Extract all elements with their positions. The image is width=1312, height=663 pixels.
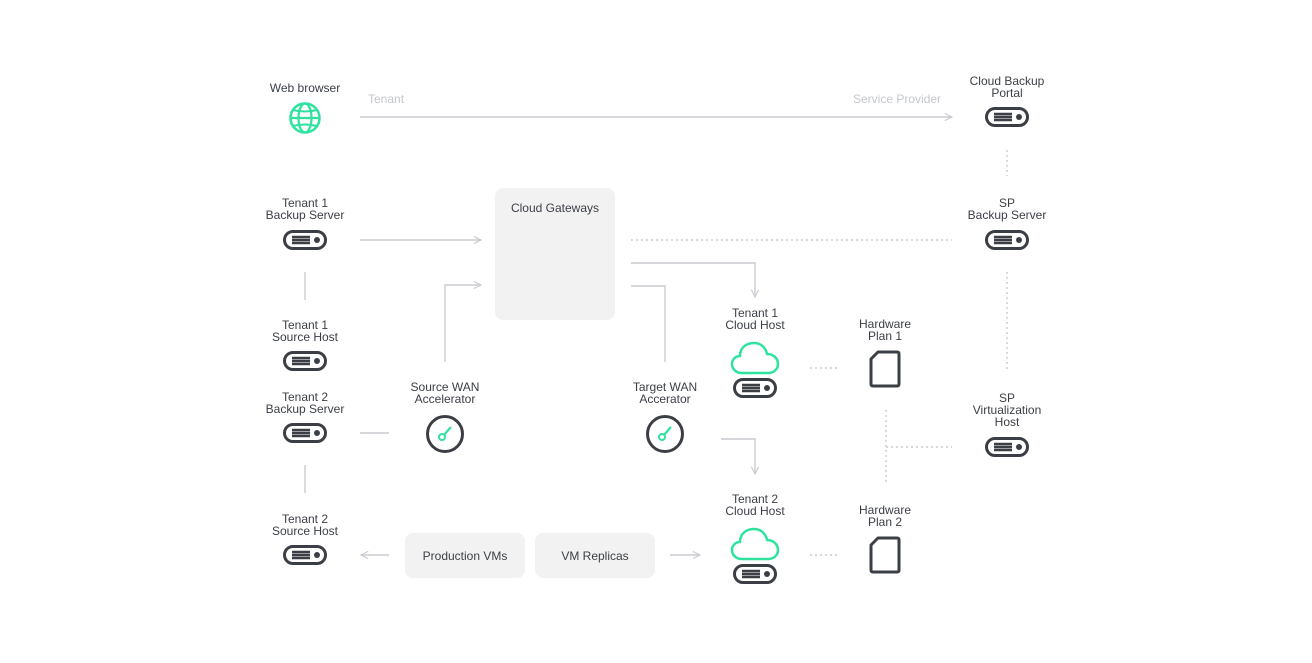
- hardware-plan2-label: Hardware Plan 2: [858, 503, 912, 529]
- gauge-icon: [426, 415, 464, 453]
- connector-sourcewan-gateways: [444, 285, 481, 362]
- gauge-icon: [646, 415, 684, 453]
- tenant1-source-host-label: Tenant 1 Source Host: [271, 318, 339, 344]
- tenant1-backup-server-label: Tenant 1 Backup Server: [265, 196, 345, 222]
- server-icon: [283, 423, 327, 443]
- server-icon: [985, 107, 1029, 127]
- tenant2-backup-server-label: Tenant 2 Backup Server: [265, 390, 345, 416]
- target-wan-accelerator-label: Target WAN Accerator: [632, 380, 698, 406]
- production-vms-box: Production VMs: [405, 533, 525, 578]
- cloud-backup-portal-label: Cloud Backup Portal: [969, 74, 1045, 100]
- zone-service-provider-label: Service Provider: [853, 92, 942, 106]
- production-vms-label: Production VMs: [422, 549, 508, 563]
- document-icon: [869, 536, 901, 574]
- server-icon: [985, 230, 1029, 250]
- tenant1-cloud-host-label: Tenant 1 Cloud Host: [725, 306, 785, 332]
- connector-targetwan-t2cloud: [721, 438, 755, 474]
- server-icon: [283, 351, 327, 371]
- cloud-gateways-box: Cloud Gateways: [495, 188, 615, 320]
- cloud-icon: [730, 341, 780, 375]
- cloud-gateways-label: Cloud Gateways: [510, 201, 600, 215]
- sp-backup-server-label: SP Backup Server: [967, 196, 1047, 222]
- document-icon: [869, 350, 901, 388]
- server-icon: [283, 230, 327, 250]
- connector-gateways-t1cloud: [631, 262, 755, 297]
- tenant2-cloud-host-label: Tenant 2 Cloud Host: [725, 492, 785, 518]
- tenant2-source-host-label: Tenant 2 Source Host: [271, 512, 339, 538]
- zone-tenant-label: Tenant: [368, 92, 405, 106]
- web-browser-label: Web browser: [269, 81, 341, 95]
- server-icon: [733, 378, 777, 398]
- source-wan-accelerator-label: Source WAN Accelerator: [410, 380, 480, 406]
- sp-virtualization-host-label: SP Virtualization Host: [972, 391, 1042, 429]
- vm-replicas-label: VM Replicas: [561, 549, 629, 563]
- cloud-icon: [730, 527, 780, 561]
- hardware-plan1-label: Hardware Plan 1: [858, 317, 912, 343]
- connector-gateways-targetwan: [631, 285, 666, 362]
- vm-replicas-box: VM Replicas: [535, 533, 655, 578]
- server-icon: [733, 564, 777, 584]
- globe-icon: [289, 102, 321, 134]
- server-icon: [985, 437, 1029, 457]
- server-icon: [283, 545, 327, 565]
